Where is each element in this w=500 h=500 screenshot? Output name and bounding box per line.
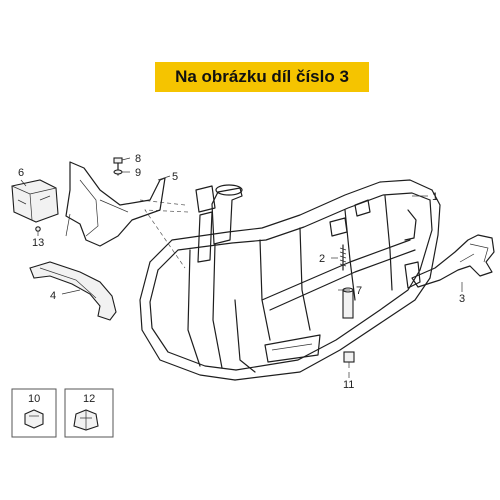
detail-box-12[interactable] (64, 388, 114, 438)
callout-13: 13 (32, 237, 44, 249)
banner-title: Na obrázku díl číslo 3 (175, 67, 349, 86)
part-11-clip[interactable] (343, 351, 355, 368)
callout-3: 3 (459, 293, 465, 305)
callout-2: 2 (319, 253, 325, 265)
main-frame[interactable] (139, 179, 441, 381)
part-13-screw[interactable] (35, 226, 41, 232)
leader-lines (20, 157, 463, 378)
callout-6: 6 (18, 167, 24, 179)
callout-1: 1 (432, 191, 438, 203)
callout-4: 4 (50, 290, 56, 302)
part-3-rear-bracket[interactable] (411, 234, 495, 288)
title-banner: Na obrázku díl číslo 3 (155, 62, 369, 92)
detail-box-10[interactable] (11, 388, 57, 438)
steering-head-tube[interactable] (139, 184, 243, 269)
callout-9: 9 (135, 167, 141, 179)
callout-10: 10 (28, 393, 40, 405)
part-9-washer[interactable] (113, 169, 123, 175)
callout-7: 7 (356, 285, 362, 297)
part-7-sleeve[interactable] (342, 287, 354, 319)
callout-11: 11 (343, 379, 354, 391)
callout-12: 12 (83, 393, 95, 405)
part-2-pin[interactable] (339, 244, 347, 271)
part-6-box-bracket[interactable] (11, 179, 59, 223)
callout-8: 8 (135, 153, 141, 165)
callout-5: 5 (172, 171, 178, 183)
part-4-handle-bracket[interactable] (29, 261, 117, 321)
part-5-front-bracket[interactable] (65, 161, 166, 247)
